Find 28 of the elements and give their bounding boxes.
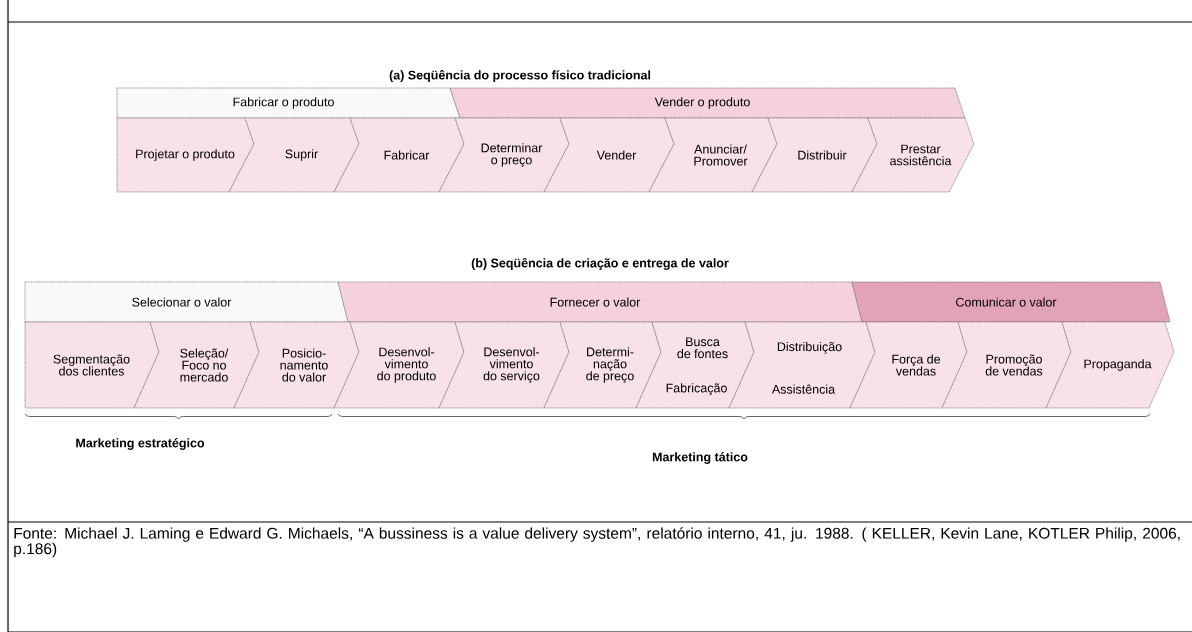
- stage-band: Vender o produto: [449, 87, 966, 119]
- step-box: Determinar o preço: [438, 117, 570, 193]
- step-box: Fabricar: [333, 117, 465, 193]
- step-box: Distribuição Assistência: [728, 321, 876, 409]
- step-box: Projetar o produto: [116, 117, 255, 193]
- step-box: Força de vendas: [849, 321, 968, 409]
- section-heading: (a) Seqüência do processo físico tradicional: [389, 70, 651, 82]
- step-box: Propaganda: [1045, 321, 1175, 409]
- source-caption: Fonte: Michael J. Laming e Edward G. Michaels, “A bussiness is a value delivery system”, relatório interno, 41, ju. 1988. ( KELLER, Kevin Lane, KOTLER Philip, 2006, p.186): [14, 527, 1180, 558]
- stage-band: Selecionar o valor: [24, 281, 349, 323]
- group-label: Marketing estratégico: [76, 438, 205, 450]
- step-box: Prestar assistência: [851, 117, 975, 193]
- step-box: Promoção de vendas: [941, 321, 1072, 409]
- section-heading: (b) Seqüência de criação e entrega de valor: [471, 258, 729, 270]
- step-box: Busca de fontes Fabricação: [635, 321, 755, 409]
- step-box: Segmentação dos clientes: [24, 321, 160, 409]
- step-box: Anunciar/ Promover: [648, 117, 778, 193]
- step-box: Desenvol- vimento do produto: [333, 321, 465, 409]
- stage-band: Comunicar o valor: [851, 281, 1171, 323]
- step-box: Desenvol- vimento do serviço: [438, 321, 570, 409]
- step-box: Distribuir: [751, 117, 878, 193]
- step-box: Seleção/ Foco no mercado: [133, 321, 260, 409]
- step-box: Posicio- namento do valor: [233, 321, 360, 409]
- stage-band: Fabricar o produto: [116, 87, 461, 119]
- step-box: Determi- nação de preço: [543, 321, 662, 409]
- stage-band: Fornecer o valor: [337, 281, 863, 323]
- step-box: Vender: [543, 117, 675, 193]
- group-label: Marketing tático: [652, 452, 748, 464]
